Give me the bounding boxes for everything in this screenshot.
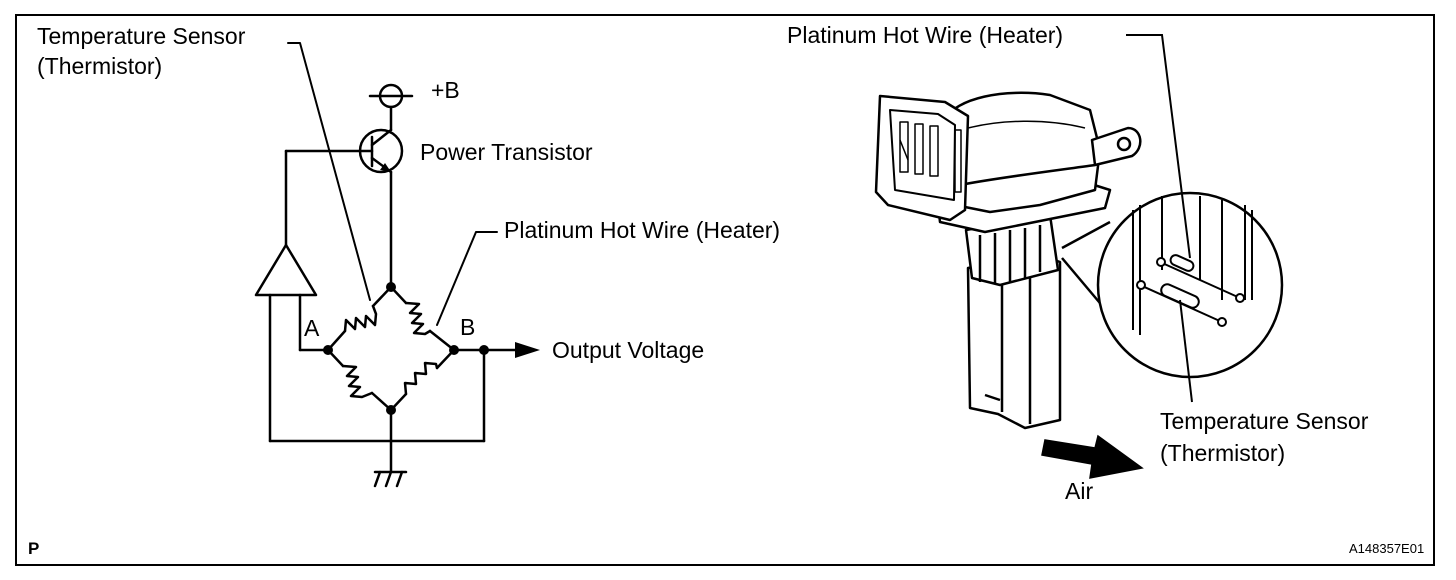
sensor-temp-sensor-label: Temperature Sensor (1160, 408, 1369, 434)
sensor-hot-wire-leader (1126, 34, 1191, 259)
ground-symbol (373, 470, 408, 488)
junction-dots (323, 282, 489, 415)
node-a-label: A (304, 315, 320, 341)
sensor-temp-sensor-sublabel: (Thermistor) (1160, 440, 1286, 466)
node-b-label: B (460, 314, 476, 340)
circuit-temp-sensor-label: Temperature Sensor (37, 23, 246, 49)
sensor-hot-wire-label: Platinum Hot Wire (Heater) (787, 22, 1064, 48)
air-flow-arrow (1041, 434, 1144, 479)
air-label: Air (1065, 478, 1094, 504)
supply-label: +B (431, 77, 460, 103)
temp-sensor-leader (287, 42, 371, 301)
air-flow-meter (874, 91, 1142, 430)
circuit-hot-wire-label: Platinum Hot Wire (Heater) (504, 217, 781, 243)
power-transistor-symbol (284, 128, 404, 289)
detail-magnifier (1061, 191, 1284, 379)
bridge-circuit (326, 285, 517, 474)
power-transistor-label: Power Transistor (420, 139, 593, 165)
corner-mark: P (28, 539, 40, 558)
supply-terminal (368, 83, 414, 132)
diagram-frame (15, 14, 1435, 566)
emitter-arrow (380, 163, 391, 172)
output-arrow (515, 342, 540, 358)
output-voltage-label: Output Voltage (552, 337, 705, 363)
hot-wire-leader (436, 231, 498, 326)
circuit-temp-sensor-sublabel: (Thermistor) (37, 53, 163, 79)
amplifier-symbol (254, 149, 486, 443)
sensor-temp-leader (1179, 299, 1193, 403)
figure-id: A148357E01 (1349, 541, 1425, 556)
